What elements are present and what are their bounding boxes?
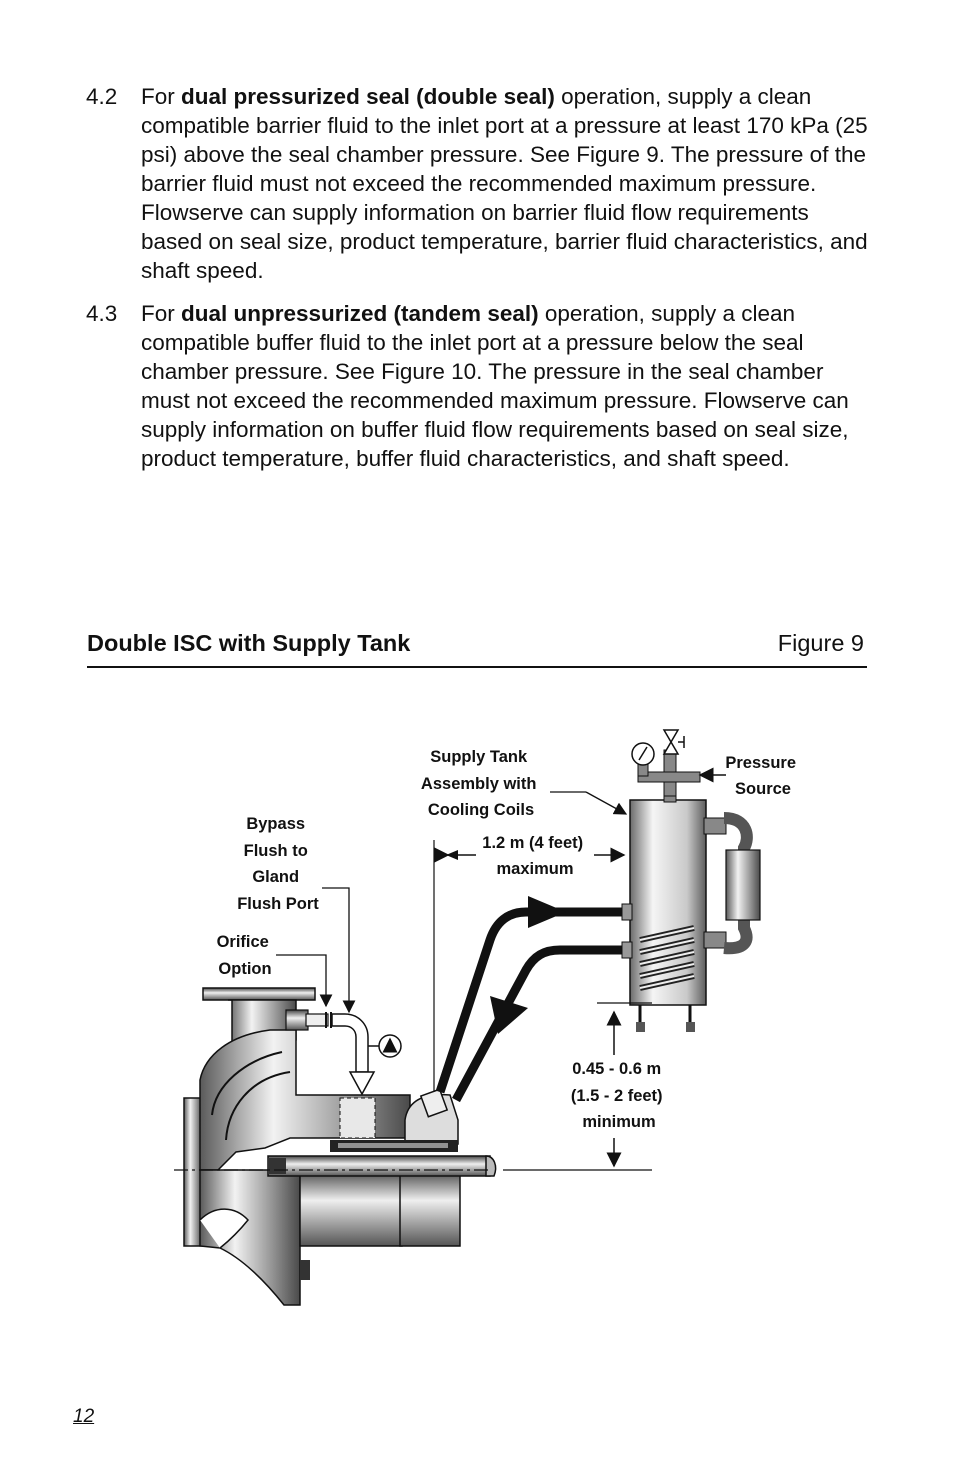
bypass-flush-piping bbox=[285, 1009, 402, 1096]
label-pressure-source: Pressure Source bbox=[725, 754, 800, 798]
label-height-min: 0.45 - 0.6 m (1.5 - 2 feet) minimum bbox=[571, 1060, 667, 1131]
label-orifice-option: Orifice Option bbox=[217, 933, 274, 978]
leader-orifice bbox=[276, 954, 333, 1008]
seal-gland bbox=[330, 1088, 459, 1152]
supply-line bbox=[435, 907, 624, 1094]
cooling-coil bbox=[639, 925, 695, 991]
pump-shaft bbox=[267, 1155, 497, 1177]
return-line bbox=[452, 945, 624, 1103]
figure-title: Double ISC with Supply Tank bbox=[87, 630, 411, 656]
bold-term: dual pressurized seal (double seal) bbox=[181, 84, 555, 109]
page-number: 12 bbox=[73, 1406, 95, 1427]
flow-arrow-down-left-icon bbox=[490, 996, 528, 1034]
label-distance-max: 1.2 m (4 feet) maximum bbox=[482, 834, 587, 878]
figure-number: Figure 9 bbox=[777, 630, 864, 656]
supply-tank bbox=[621, 793, 761, 1032]
bold-term: dual unpressurized (tandem seal) bbox=[181, 301, 539, 326]
paragraph-text: For dual pressurized seal (double seal) … bbox=[141, 84, 868, 283]
paragraph-4-2: 4.2 For dual pressurized seal (double se… bbox=[86, 82, 876, 285]
flow-arrow-down-icon bbox=[348, 1071, 376, 1096]
seal-system-diagram: Supply Tank Assembly with Cooling Coils … bbox=[174, 729, 800, 1306]
leader-bypass bbox=[322, 887, 356, 1014]
section-number: 4.3 bbox=[86, 301, 118, 326]
label-bypass-flush: Bypass Flush to Gland Flush Port bbox=[237, 815, 319, 913]
label-supply-tank: Supply Tank Assembly with Cooling Coils bbox=[421, 748, 541, 819]
tank-top-fittings bbox=[631, 729, 701, 797]
paragraph-text: For dual unpressurized (tandem seal) ope… bbox=[141, 301, 849, 471]
valve-icon bbox=[662, 729, 680, 755]
flow-arrow-right-icon bbox=[528, 896, 566, 928]
section-number: 4.2 bbox=[86, 84, 118, 109]
figure-title-rule bbox=[87, 666, 867, 668]
paragraph-4-3: 4.3 For dual unpressurized (tandem seal)… bbox=[86, 299, 876, 473]
bearing-housing bbox=[299, 1169, 461, 1247]
